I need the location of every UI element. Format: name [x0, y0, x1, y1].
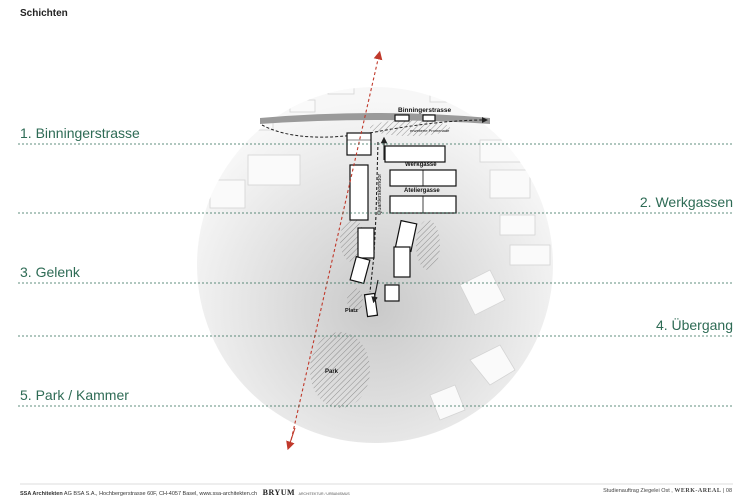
layer-label-3: 3. Gelenk — [20, 264, 80, 280]
label-promenade: erweiterte Promenade — [410, 128, 450, 133]
layer-label-5: 5. Park / Kammer — [20, 387, 129, 403]
bryum-logo-sub: ARCHITEKTUR / URBANISMUS — [298, 491, 350, 496]
footer-company: SSA Architekten — [20, 491, 63, 497]
label-promenade-text: erweiterte Promenade — [410, 128, 450, 133]
corridor-line — [369, 141, 379, 293]
label-platz: Platz — [345, 308, 358, 314]
footer-project: Studienauftrag Ziegelei Ost , — [603, 488, 673, 494]
footer-address: AG BSA S.A., Hochbergerstrasse 60F, CH-4… — [63, 491, 258, 497]
label-ateliergasse: Ateliergasse — [404, 188, 440, 194]
label-binningerstrasse: Binningerstrasse — [398, 107, 451, 114]
main-axis — [289, 50, 383, 446]
main-buildings — [346, 114, 457, 318]
footer-page-number: | 08 — [722, 488, 732, 494]
layer-lines — [18, 143, 733, 407]
layer-label-2: 2. Werkgassen — [639, 194, 733, 210]
bryum-logo: BRYUM — [262, 488, 296, 497]
layer-label-4: 4. Übergang — [655, 317, 733, 333]
footer-left: SSA Architekten AG BSA S.A., Hochbergers… — [20, 488, 350, 497]
label-werkgasse: Werkgasse — [405, 162, 437, 168]
footer-right: Studienauftrag Ziegelei Ost , WERK-AREAL… — [603, 488, 732, 494]
footer-project-name: WERK-AREAL — [674, 488, 722, 494]
corridor-arrow-down — [371, 279, 379, 304]
label-quartierskorridor: Quartierskorridor — [377, 174, 383, 215]
promenade-dashed — [261, 117, 488, 138]
axis-arrow-down — [286, 427, 296, 451]
label-park: Park — [325, 369, 339, 375]
layer-label-1: 1. Binningerstrasse — [20, 125, 140, 141]
page-title: Schichten — [20, 8, 68, 19]
